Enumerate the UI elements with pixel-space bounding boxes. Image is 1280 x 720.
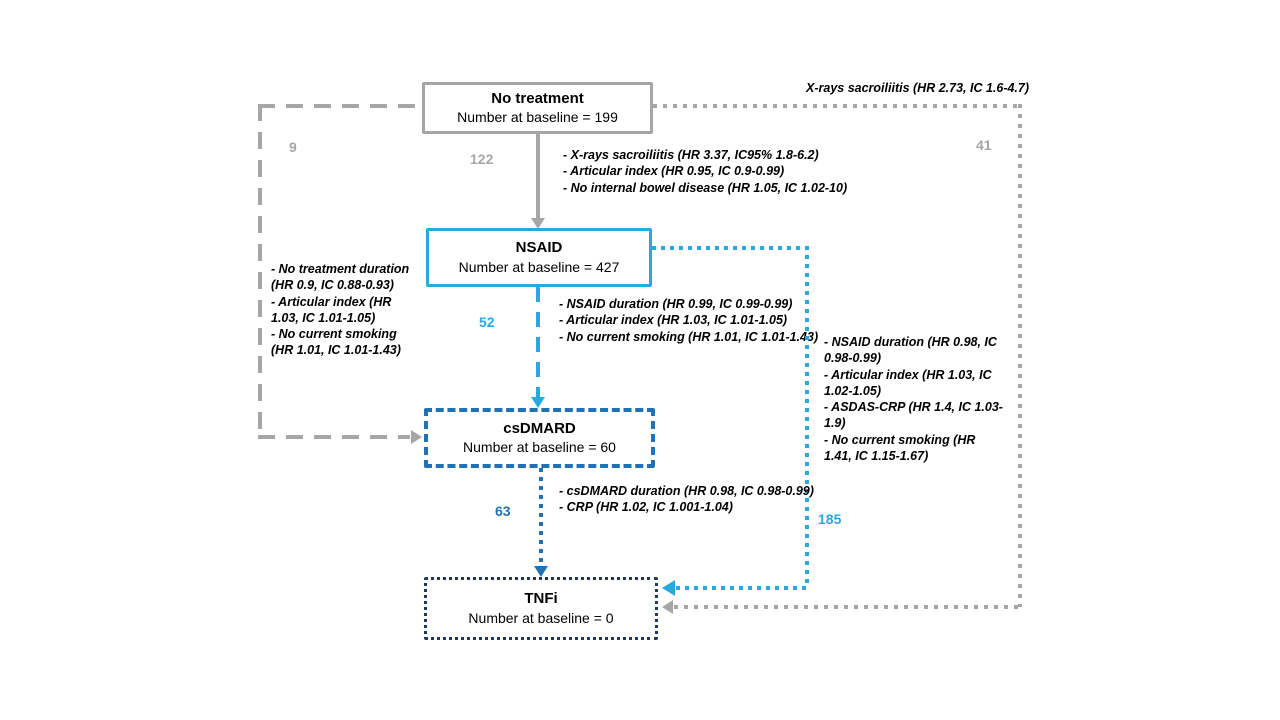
- transition-count-no-treatment-to-nsaid: 122: [470, 151, 494, 167]
- transition-count-nsaid-to-csdmard: 52: [479, 314, 495, 330]
- edge-line-nsaid-to-tnfi-bottom: [676, 586, 809, 590]
- box-subtitle-nsaid: Number at baseline = 427: [458, 258, 620, 275]
- arrowhead-left-nsaid-to-tnfi: [662, 580, 675, 596]
- treatment-box-csdmard: csDMARD Number at baseline = 60: [424, 408, 655, 468]
- edge-factors-no-treatment-to-nsaid: - X-rays sacroiliitis (HR 3.37, IC95% 1.…: [563, 148, 848, 195]
- arrowhead-down-nsaid-to-csdmard: [531, 397, 545, 408]
- arrowhead-left-no-treatment-to-tnfi: [662, 600, 673, 614]
- edge-factors-no-treatment-to-csdmard: - No treatment duration (HR 0.9, IC 0.88…: [271, 262, 410, 358]
- box-subtitle-csdmard: Number at baseline = 60: [463, 439, 616, 456]
- edge-line-no-treatment-to-nsaid: [536, 134, 540, 220]
- edge-factors-nsaid-to-tnfi: - NSAID duration (HR 0.98, IC 0.98-0.99)…: [824, 335, 1003, 463]
- treatment-box-nsaid: NSAID Number at baseline = 427: [426, 228, 652, 287]
- edge-line-no-treatment-to-csdmard-bottom: [258, 435, 410, 439]
- edge-line-no-treatment-to-csdmard-top: [258, 104, 422, 108]
- edge-line-nsaid-to-tnfi-top: [652, 246, 809, 250]
- transition-count-no-treatment-to-tnfi: 41: [976, 137, 992, 153]
- edge-factors-no-treatment-to-tnfi: X-rays sacroiliitis (HR 2.73, IC 1.6-4.7…: [806, 81, 1030, 95]
- box-subtitle-tnfi: Number at baseline = 0: [468, 609, 614, 626]
- treatment-box-tnfi: TNFi Number at baseline = 0: [424, 577, 658, 640]
- arrowhead-right-no-treatment-to-csdmard: [411, 430, 422, 444]
- edge-line-csdmard-to-tnfi: [539, 468, 543, 568]
- edge-line-nsaid-to-csdmard: [536, 287, 540, 399]
- treatment-box-no-treatment: No treatment Number at baseline = 199: [422, 82, 653, 134]
- arrowhead-down-no-treatment-to-nsaid: [531, 218, 545, 229]
- edge-line-no-treatment-to-csdmard-side: [258, 104, 262, 439]
- box-title-tnfi: TNFi: [524, 590, 558, 608]
- edge-line-no-treatment-to-tnfi-top: [653, 104, 1022, 108]
- box-subtitle-no-treatment: Number at baseline = 199: [457, 109, 618, 126]
- edge-line-nsaid-to-tnfi-side: [805, 246, 809, 588]
- edge-factors-csdmard-to-tnfi: - csDMARD duration (HR 0.98, IC 0.98-0.9…: [559, 484, 814, 515]
- arrowhead-down-csdmard-to-tnfi: [534, 566, 548, 577]
- edge-line-no-treatment-to-tnfi-side: [1018, 104, 1022, 607]
- box-title-no-treatment: No treatment: [491, 89, 584, 107]
- transition-count-csdmard-to-tnfi: 63: [495, 503, 511, 519]
- transition-count-nsaid-to-tnfi: 185: [818, 511, 842, 527]
- box-title-csdmard: csDMARD: [503, 419, 576, 437]
- edge-line-no-treatment-to-tnfi-bottom: [674, 605, 1022, 609]
- transition-count-no-treatment-to-csdmard: 9: [289, 139, 297, 155]
- box-title-nsaid: NSAID: [515, 239, 563, 257]
- edge-factors-nsaid-to-csdmard: - NSAID duration (HR 0.99, IC 0.99-0.99)…: [559, 297, 819, 344]
